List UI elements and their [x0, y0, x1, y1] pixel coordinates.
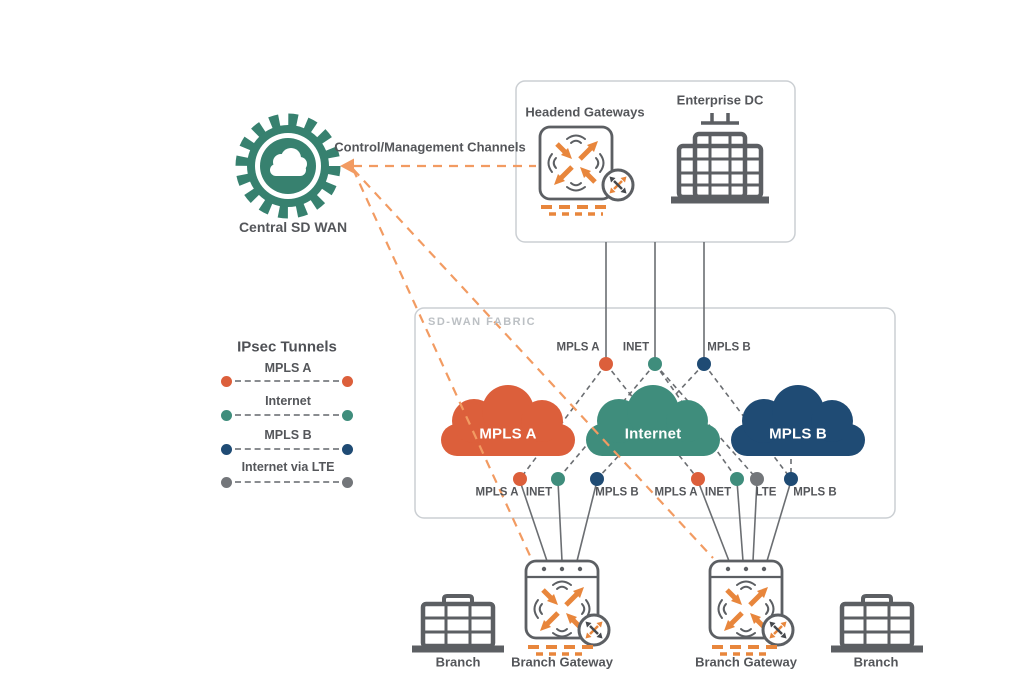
- legend-title: IPsec Tunnels: [237, 338, 337, 356]
- branch1-link-label-inet: INET: [525, 486, 553, 499]
- tunnel-line: [654, 363, 738, 480]
- control-channel-lines: [351, 164, 714, 559]
- branch-gateway-right-icon: [708, 559, 795, 656]
- legend-dot-mplsb: [221, 443, 232, 455]
- control-line: [352, 168, 714, 559]
- legend-dot-mplsa: [221, 375, 232, 387]
- control-arrowhead: [340, 158, 354, 174]
- branch2-dot-mplsa: [691, 472, 705, 486]
- branch2-dot-mplsb: [784, 472, 798, 486]
- legend-dot-mplsa: [342, 375, 353, 387]
- legend-dot-mplsb: [342, 443, 353, 455]
- branch1-link-label-mplsa: MPLS A: [475, 486, 519, 499]
- legend-line-internet: [235, 414, 339, 416]
- legend-label-mplsa: MPLS A: [264, 360, 312, 375]
- cloud-mpls-b-label: MPLS B: [769, 425, 827, 443]
- headend-link-label-mplsb: MPLS B: [707, 341, 751, 354]
- branch-uplinks: [519, 480, 792, 562]
- cloud-internet-label: Internet: [624, 425, 682, 443]
- branch1-dot-inet: [551, 472, 565, 486]
- branch1-dot-mplsa: [513, 472, 527, 486]
- legend-label-mplsb: MPLS B: [264, 427, 312, 442]
- legend-label-internet: Internet: [265, 393, 311, 408]
- tunnel-line: [596, 363, 705, 480]
- central-sdwan-label: Central SD WAN: [238, 219, 348, 235]
- central-sdwan-icon: [235, 113, 341, 219]
- legend-dot-lte: [221, 476, 232, 488]
- headend-dot-mplsa: [599, 357, 613, 371]
- branch2-dot-inet: [730, 472, 744, 486]
- control-channels-label: Control/Management Channels: [334, 139, 526, 155]
- branch1-link-label-mplsb: MPLS B: [595, 486, 639, 499]
- branch2-link-label-mplsb: MPLS B: [793, 486, 837, 499]
- headend-link-label-inet: INET: [622, 341, 650, 354]
- headend-link-label-mplsa: MPLS A: [556, 341, 600, 354]
- legend-dot-internet: [342, 409, 353, 421]
- control-line: [351, 168, 533, 559]
- branch2-link-label-inet: INET: [704, 486, 732, 499]
- branch-right-icon: [831, 594, 923, 653]
- branch1-dot-mplsb: [590, 472, 604, 486]
- cloud-mpls-b: [731, 385, 865, 456]
- headend-dot-inet: [648, 357, 662, 371]
- legend-dot-internet: [221, 409, 232, 421]
- legend-dot-lte: [342, 476, 353, 488]
- legend-label-lte: Internet via LTE: [241, 459, 335, 474]
- branch-gateway-left-label: Branch Gateway: [511, 654, 613, 670]
- branch2-link-label-lte: LTE: [755, 486, 777, 499]
- branch2-dot-lte: [750, 472, 764, 486]
- enterprise-dc-icon: [671, 113, 769, 204]
- headend-uplinks: [605, 242, 705, 360]
- headend-gateway-icon: [538, 125, 635, 216]
- cloud-internet: [586, 385, 720, 456]
- branch-right-label: Branch: [853, 654, 899, 670]
- headend-dot-mplsb: [697, 357, 711, 371]
- fabric-dots: [513, 357, 798, 486]
- tunnel-line: [519, 363, 607, 480]
- legend-line-mplsa: [235, 380, 339, 382]
- cloud-mpls-a-label: MPLS A: [479, 425, 537, 443]
- branch-gateway-left-icon: [524, 559, 611, 656]
- legend-line-mplsb: [235, 448, 339, 450]
- headend-gateways-label: Headend Gateways: [525, 104, 645, 120]
- branch-left-icon: [412, 594, 504, 653]
- cloud-glyph: [270, 148, 307, 176]
- branch-gateway-right-label: Branch Gateway: [695, 654, 797, 670]
- legend-line-lte: [235, 481, 339, 483]
- branch2-link-label-mplsa: MPLS A: [654, 486, 698, 499]
- fabric-label: SD-WAN FABRIC: [428, 316, 537, 328]
- enterprise-dc-label: Enterprise DC: [676, 92, 764, 108]
- branch-left-label: Branch: [435, 654, 481, 670]
